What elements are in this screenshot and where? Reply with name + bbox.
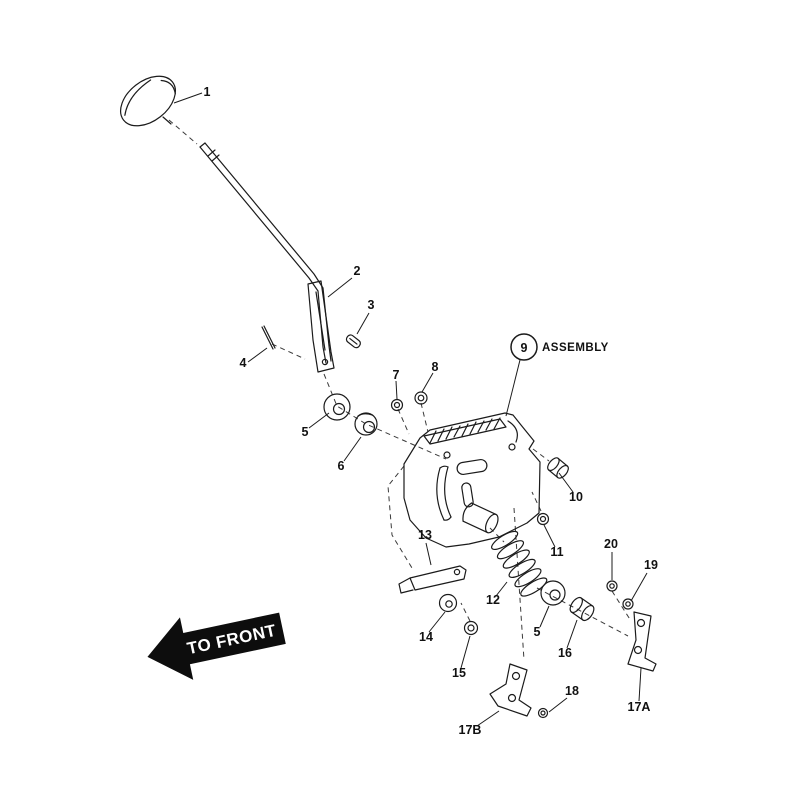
callout-label: 14 — [419, 630, 433, 644]
bolt-11 — [536, 512, 550, 526]
assembly-callout-circle — [510, 333, 538, 361]
callout-labels: 1 2 3 4 5 6 7 8 10 11 12 13 14 15 5 16 2… — [204, 85, 658, 737]
bolt-18 — [537, 707, 549, 719]
nut-20 — [606, 580, 618, 592]
callout-label: 16 — [558, 646, 572, 660]
bushing-10 — [547, 457, 569, 479]
bolt-8 — [414, 391, 428, 405]
callout-label: 15 — [452, 666, 466, 680]
bolt-15 — [463, 620, 479, 636]
assembly-axis-lines — [168, 119, 632, 661]
callout-label: 6 — [338, 459, 345, 473]
assembly-callout: 9 ASSEMBLY — [510, 333, 609, 361]
cotter-pin — [261, 325, 276, 350]
callout-label: 4 — [240, 356, 247, 370]
callout-label: 19 — [644, 558, 658, 572]
callout-label: 5 — [302, 425, 309, 439]
callout-label: 11 — [550, 545, 563, 559]
washer-14 — [438, 593, 458, 613]
bracket-17b — [489, 663, 532, 717]
callout-label: 1 — [204, 85, 211, 99]
callout-label: 17A — [628, 700, 651, 714]
nut-7 — [390, 398, 404, 412]
callout-label: 3 — [368, 298, 375, 312]
assembly-callout-number: 9 — [521, 341, 528, 355]
spring-12 — [491, 530, 548, 597]
to-front-arrow-shape — [147, 612, 286, 680]
callout-label: 17B — [459, 723, 482, 737]
callout-label: 7 — [393, 368, 400, 382]
callout-label: 5 — [534, 625, 541, 639]
to-front-arrow: TO FRONT — [147, 612, 286, 680]
callout-label: 8 — [432, 360, 439, 374]
main-bracket-assembly — [403, 412, 541, 548]
bushing-6 — [354, 412, 378, 436]
callout-label: 13 — [418, 528, 432, 542]
shift-knob — [120, 75, 176, 127]
washer-upper — [323, 393, 351, 421]
bracket-17a — [627, 611, 657, 672]
shift-lever — [199, 142, 335, 373]
callout-label: 20 — [604, 537, 618, 551]
callout-label: 12 — [486, 593, 500, 607]
callout-label: 10 — [569, 490, 583, 504]
bushing-16 — [569, 596, 595, 622]
nut-19 — [622, 598, 634, 610]
bracket-13 — [398, 565, 467, 594]
callout-label: 2 — [354, 264, 361, 278]
roll-pin — [345, 334, 361, 349]
callout-label: 18 — [565, 684, 579, 698]
assembly-callout-text: ASSEMBLY — [542, 342, 609, 354]
washer-lower — [540, 580, 566, 606]
leader-lines — [173, 92, 648, 727]
